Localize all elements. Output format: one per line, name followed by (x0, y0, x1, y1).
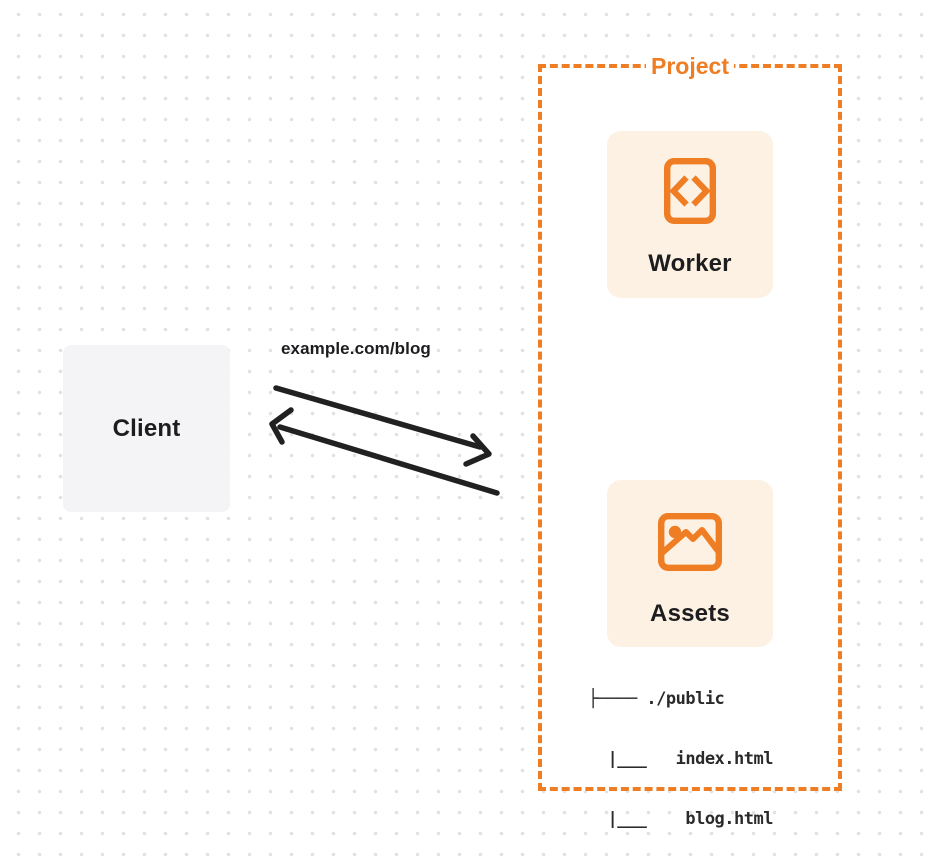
worker-label: Worker (648, 250, 732, 277)
file-tree-line-blog: |___ blog.html (588, 809, 773, 829)
request-arrow (273, 385, 492, 467)
client-node: Client (63, 345, 230, 512)
file-tree-line-index: |___ index.html (588, 749, 773, 769)
project-title: Project (646, 51, 734, 81)
file-tree-line-public: ├──── ./public (588, 689, 725, 709)
image-icon (658, 513, 722, 571)
client-label: Client (112, 414, 181, 442)
project-container: Project Worker Assets ├──── ./public |__… (538, 51, 842, 829)
worker-node: Worker (607, 131, 773, 298)
assets-file-tree: ├──── ./public |___ index.html |___ blog… (588, 649, 773, 860)
request-url-label: example.com/blog (281, 339, 431, 358)
code-file-icon (664, 158, 716, 224)
assets-label: Assets (650, 600, 730, 627)
assets-node: Assets (607, 480, 773, 647)
response-arrow (269, 407, 500, 496)
